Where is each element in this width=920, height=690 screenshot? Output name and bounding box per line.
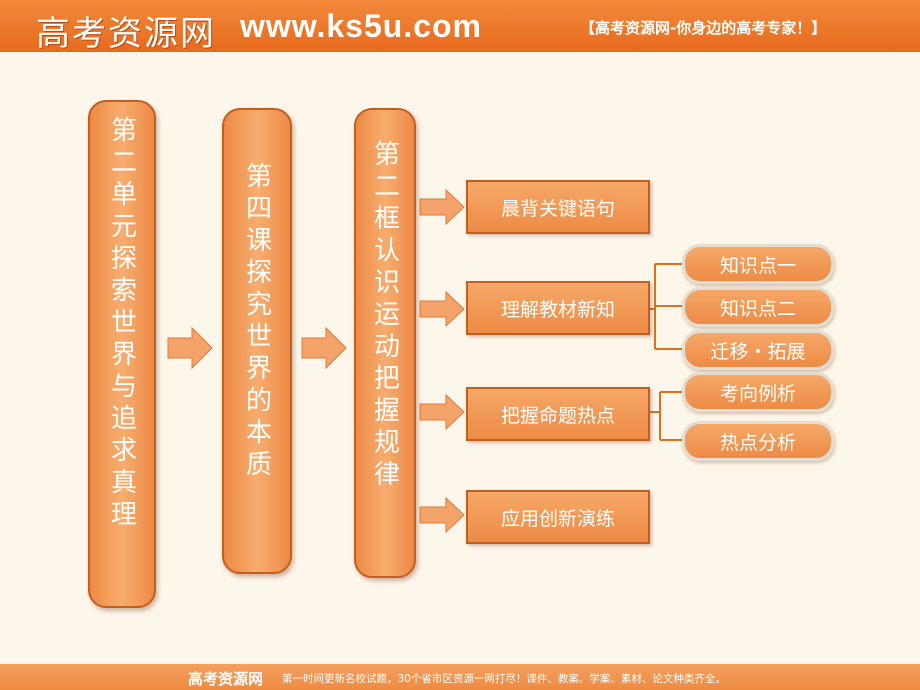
- header-bar: [0, 0, 920, 52]
- lesson-column: 第四课探究世界的本质: [222, 108, 292, 574]
- pill-transfer-expand[interactable]: 迁移・拓展: [682, 330, 834, 370]
- section-column-label: 第二框认识运动把握规律: [369, 140, 400, 492]
- arrow-right-icon: [419, 290, 465, 328]
- lesson-column-label: 第四课探究世界的本质: [241, 162, 272, 482]
- footer-text: 第一时间更新名校试题，30个省市区资源一网打尽！课件、教案、学案、素材、论文种类…: [282, 673, 726, 685]
- node-apply-innovation[interactable]: 应用创新演练: [466, 490, 650, 544]
- site-url[interactable]: www.ks5u.com: [240, 8, 482, 44]
- bracket-line: [648, 391, 684, 441]
- tagline: 【高考资源网-你身边的高考专家！】: [580, 19, 827, 37]
- arrow-right-icon: [301, 326, 347, 370]
- unit-column: 第二单元探索世界与追求真理: [88, 100, 156, 608]
- pill-exam-analysis[interactable]: 考向例析: [682, 372, 834, 412]
- node-understand-textbook[interactable]: 理解教材新知: [466, 281, 650, 335]
- footer-brand[interactable]: 高考资源网: [188, 670, 264, 688]
- arrow-right-icon: [419, 393, 465, 431]
- pill-knowledge-point-1[interactable]: 知识点一: [682, 244, 834, 284]
- unit-column-label: 第二单元探索世界与追求真理: [106, 116, 137, 532]
- arrow-right-icon: [419, 188, 465, 226]
- brand-logo[interactable]: 高考资源网: [36, 14, 216, 54]
- node-morning-key-sentences[interactable]: 晨背关键语句: [466, 180, 650, 234]
- pill-knowledge-point-2[interactable]: 知识点二: [682, 287, 834, 327]
- footer-bar: [0, 664, 920, 690]
- bracket-line: [648, 263, 684, 350]
- node-grasp-hot-topics[interactable]: 把握命题热点: [466, 387, 650, 441]
- section-column: 第二框认识运动把握规律: [354, 108, 416, 578]
- pill-hot-topic-analysis[interactable]: 热点分析: [682, 421, 834, 461]
- arrow-right-icon: [419, 496, 465, 534]
- arrow-right-icon: [167, 326, 213, 370]
